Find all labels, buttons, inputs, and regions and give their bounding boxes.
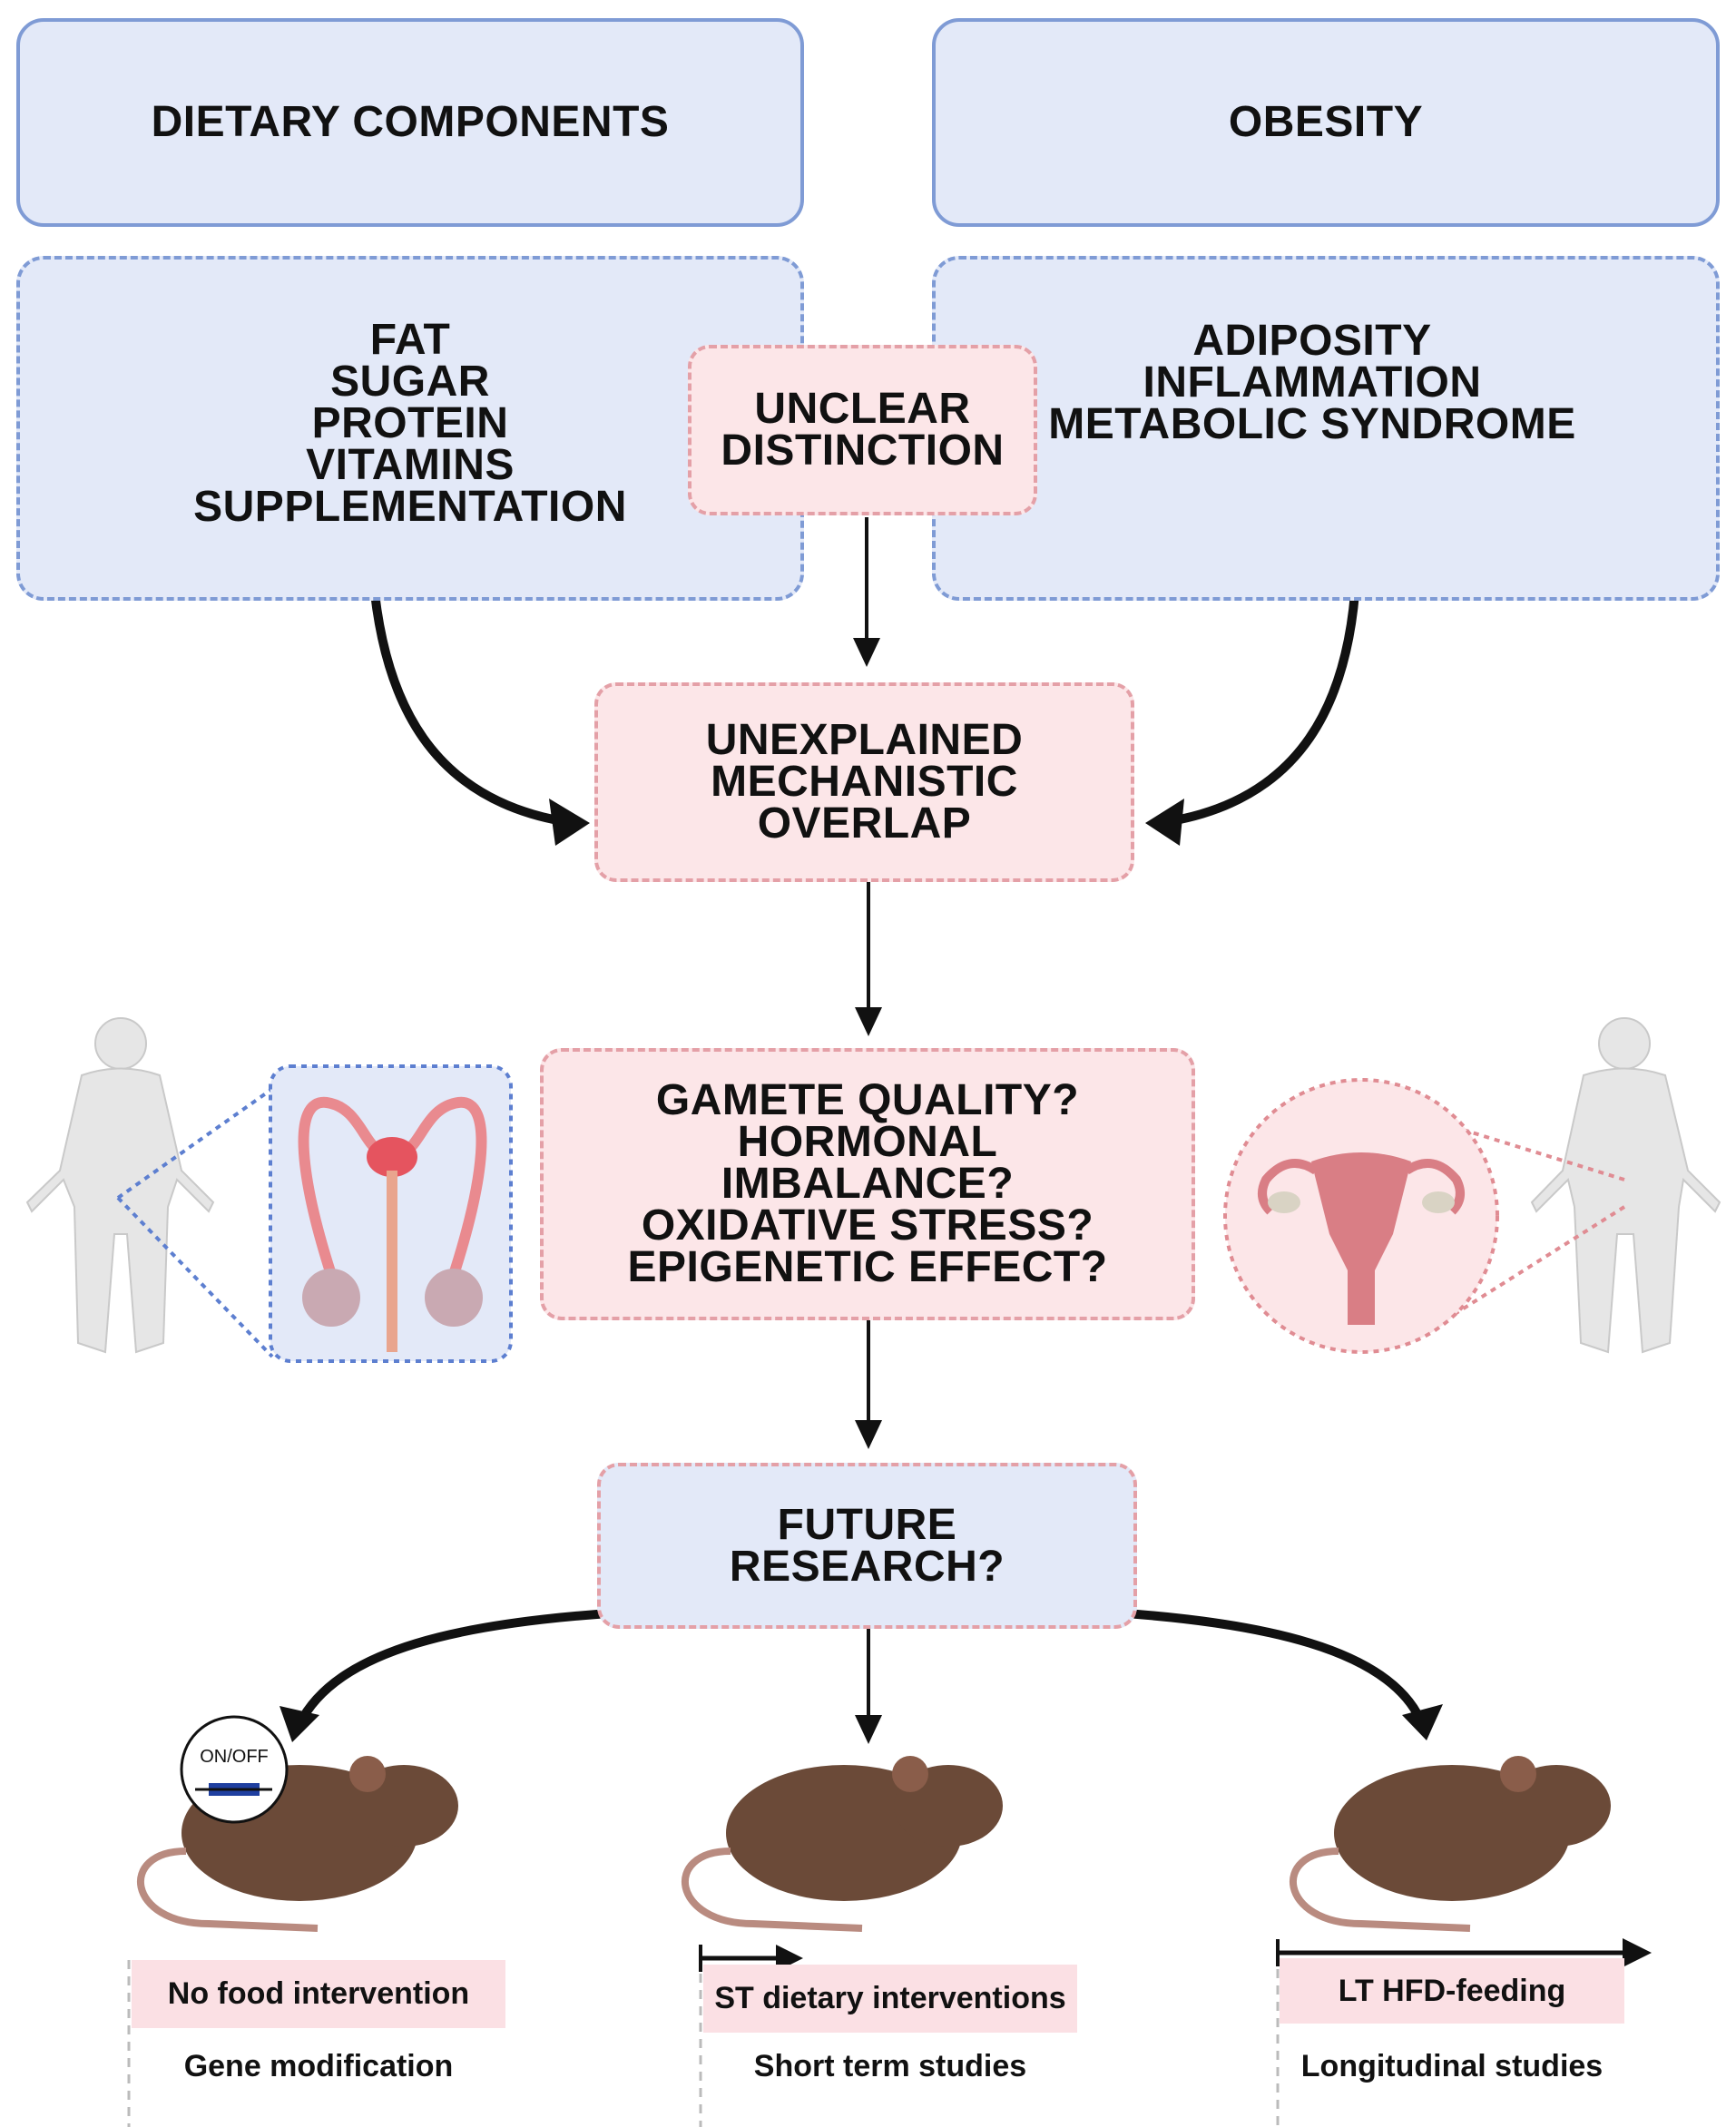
- unclear-distinction-box: UNCLEAR DISTINCTION: [688, 345, 1037, 515]
- arrow-dietary-to-overlap: [368, 562, 564, 826]
- dietary-components-header: DIETARY COMPONENTS: [16, 18, 804, 227]
- dietary-items-list: FAT SUGAR PROTEIN VITAMINS SUPPLEMENTATI…: [193, 316, 627, 531]
- mechanistic-overlap-box: UNEXPLAINED MECHANISTIC OVERLAP: [594, 682, 1134, 882]
- obesity-items-list: ADIPOSITY INFLAMMATION METABOLIC SYNDROM…: [1048, 317, 1576, 448]
- female-body-icon: [1530, 1017, 1721, 1354]
- gene-switch-label: ON/OFF: [200, 1747, 269, 1767]
- questions-box: GAMETE QUALITY? HORMONAL IMBALANCE? OXID…: [540, 1048, 1195, 1320]
- male-body-icon: [25, 1017, 215, 1354]
- arrowhead-dietary: [549, 799, 590, 846]
- obesity-item: ADIPOSITY: [1192, 317, 1432, 365]
- future-research-text: FUTURE RESEARCH?: [729, 1500, 1005, 1591]
- unclear-distinction-text: UNCLEAR DISTINCTION: [721, 385, 1005, 475]
- gene-switch-icon: [180, 1715, 289, 1824]
- female-reproductive-icon: [1258, 1152, 1465, 1325]
- dietary-item: VITAMINS: [306, 441, 515, 489]
- intervention-label-gene: No food intervention: [132, 1960, 505, 2028]
- mouse-short-term: [681, 1756, 1003, 1932]
- arrow-future-to-right: [1079, 1606, 1425, 1722]
- mouse-longitudinal: [1289, 1756, 1611, 1932]
- dietary-item: SUPPLEMENTATION: [193, 483, 627, 531]
- dietary-item: PROTEIN: [311, 399, 509, 447]
- questions-text: GAMETE QUALITY? HORMONAL IMBALANCE? OXID…: [627, 1076, 1108, 1291]
- obesity-item: INFLAMMATION: [1143, 358, 1482, 407]
- study-label-short-term: Short term studies: [753, 2049, 1027, 2083]
- study-label-long-term: Longitudinal studies: [1300, 2049, 1604, 2083]
- arrow-obesity-to-overlap: [1170, 562, 1361, 826]
- obesity-items-box: ADIPOSITY INFLAMMATION METABOLIC SYNDROM…: [932, 256, 1720, 601]
- dietary-item: FAT: [369, 316, 451, 364]
- obesity-title: OBESITY: [1228, 98, 1424, 146]
- male-reproductive-icon: [298, 1096, 487, 1352]
- obesity-item: METABOLIC SYNDROME: [1048, 400, 1576, 448]
- dietary-items-box: FAT SUGAR PROTEIN VITAMINS SUPPLEMENTATI…: [16, 256, 804, 601]
- future-research-box: FUTURE RESEARCH?: [597, 1463, 1137, 1629]
- dietary-components-title: DIETARY COMPONENTS: [151, 98, 670, 146]
- intervention-label-short-term: ST dietary interventions: [703, 1965, 1077, 2033]
- arrowhead-obesity: [1145, 799, 1184, 846]
- mechanistic-overlap-text: UNEXPLAINED MECHANISTIC OVERLAP: [705, 716, 1024, 848]
- study-label-gene: Gene modification: [183, 2049, 454, 2083]
- obesity-header: OBESITY: [932, 18, 1720, 227]
- arrow-future-to-left: [295, 1606, 659, 1727]
- intervention-label-long-term: LT HFD-feeding: [1280, 1958, 1624, 2024]
- dietary-item: SUGAR: [330, 358, 490, 406]
